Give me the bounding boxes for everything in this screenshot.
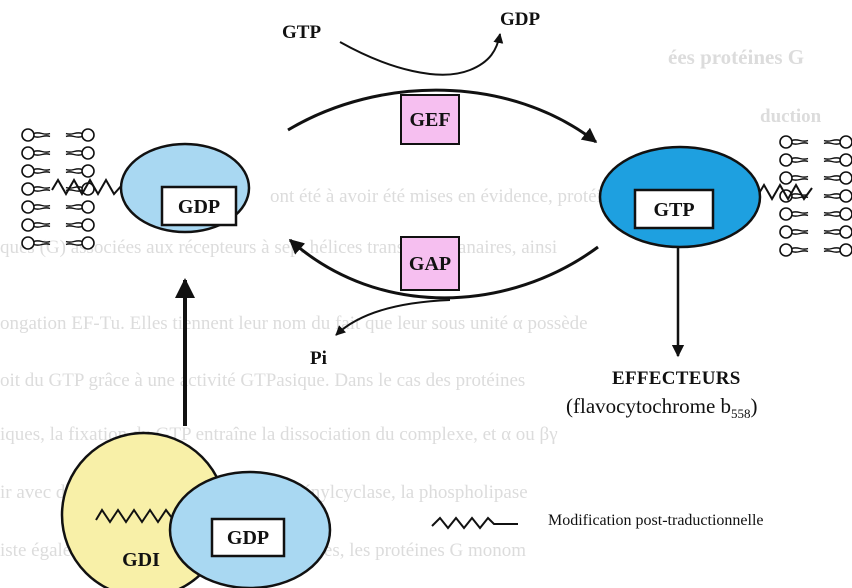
legend-zigzag-icon	[431, 516, 518, 530]
bottom-protein-label: GDP	[227, 527, 269, 549]
lipid-anchor-right	[757, 182, 813, 202]
hydrolysis-arrow	[288, 238, 599, 300]
gap-box: GAP	[400, 236, 460, 291]
flavo-close-paren: )	[750, 394, 758, 418]
gtp-in-label: GTP	[282, 22, 321, 43]
gdp-protein-left: GDP	[51, 142, 251, 234]
left-membrane-icon	[21, 128, 95, 250]
lipid-anchor-bottom	[95, 508, 173, 524]
legend-label: Modification post-traductionnelle	[548, 512, 764, 529]
pi-label: Pi	[310, 348, 327, 369]
gap-label: GAP	[409, 253, 451, 275]
gdi-label: GDI	[122, 549, 160, 571]
flavo-subscript: 558	[731, 406, 751, 422]
flavocytochrome-label: (flavocytochrome b558)	[566, 394, 758, 422]
left-protein-label: GDP	[178, 196, 220, 218]
pi-release-arrow	[335, 299, 451, 336]
gef-label: GEF	[409, 109, 450, 131]
gef-box: GEF	[400, 94, 460, 145]
activation-arrow	[287, 88, 598, 144]
effecteurs-label: EFFECTEURS	[612, 368, 741, 389]
gdi-complex: GDP GDI	[60, 431, 332, 588]
right-protein-label: GTP	[653, 199, 694, 221]
gtp-gdp-exchange-arrow	[339, 33, 504, 76]
gdp-out-label: GDP	[500, 9, 541, 30]
flavo-main-text: (flavocytochrome b	[566, 394, 732, 418]
gtp-protein-right: GTP	[598, 145, 813, 249]
lipid-anchor-left	[51, 177, 123, 197]
